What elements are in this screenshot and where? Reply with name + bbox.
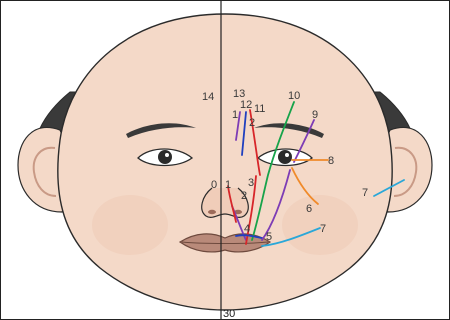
label-2-upper: 2 [249,117,255,129]
label-0: 0 [211,179,217,191]
head-outline [58,14,392,310]
label-8: 8 [328,155,334,167]
label-7-right: 7 [320,223,326,235]
label-7-ear: 7 [362,187,368,199]
nostril-left [208,210,216,214]
label-10: 10 [288,90,300,102]
label-12: 12 [240,99,252,111]
label-2-lower: 2 [241,190,247,202]
label-14: 14 [202,91,214,103]
label-30: 30 [223,308,235,320]
label-9: 9 [312,109,318,121]
label-6: 6 [306,203,312,215]
cheek-shadow-left [92,195,168,255]
label-4: 4 [244,223,250,235]
label-1-upper: 1 [232,109,238,121]
label-1-lower: 1 [225,179,231,191]
label-11: 11 [254,103,265,115]
label-3: 3 [248,177,254,189]
label-5: 5 [266,231,272,243]
